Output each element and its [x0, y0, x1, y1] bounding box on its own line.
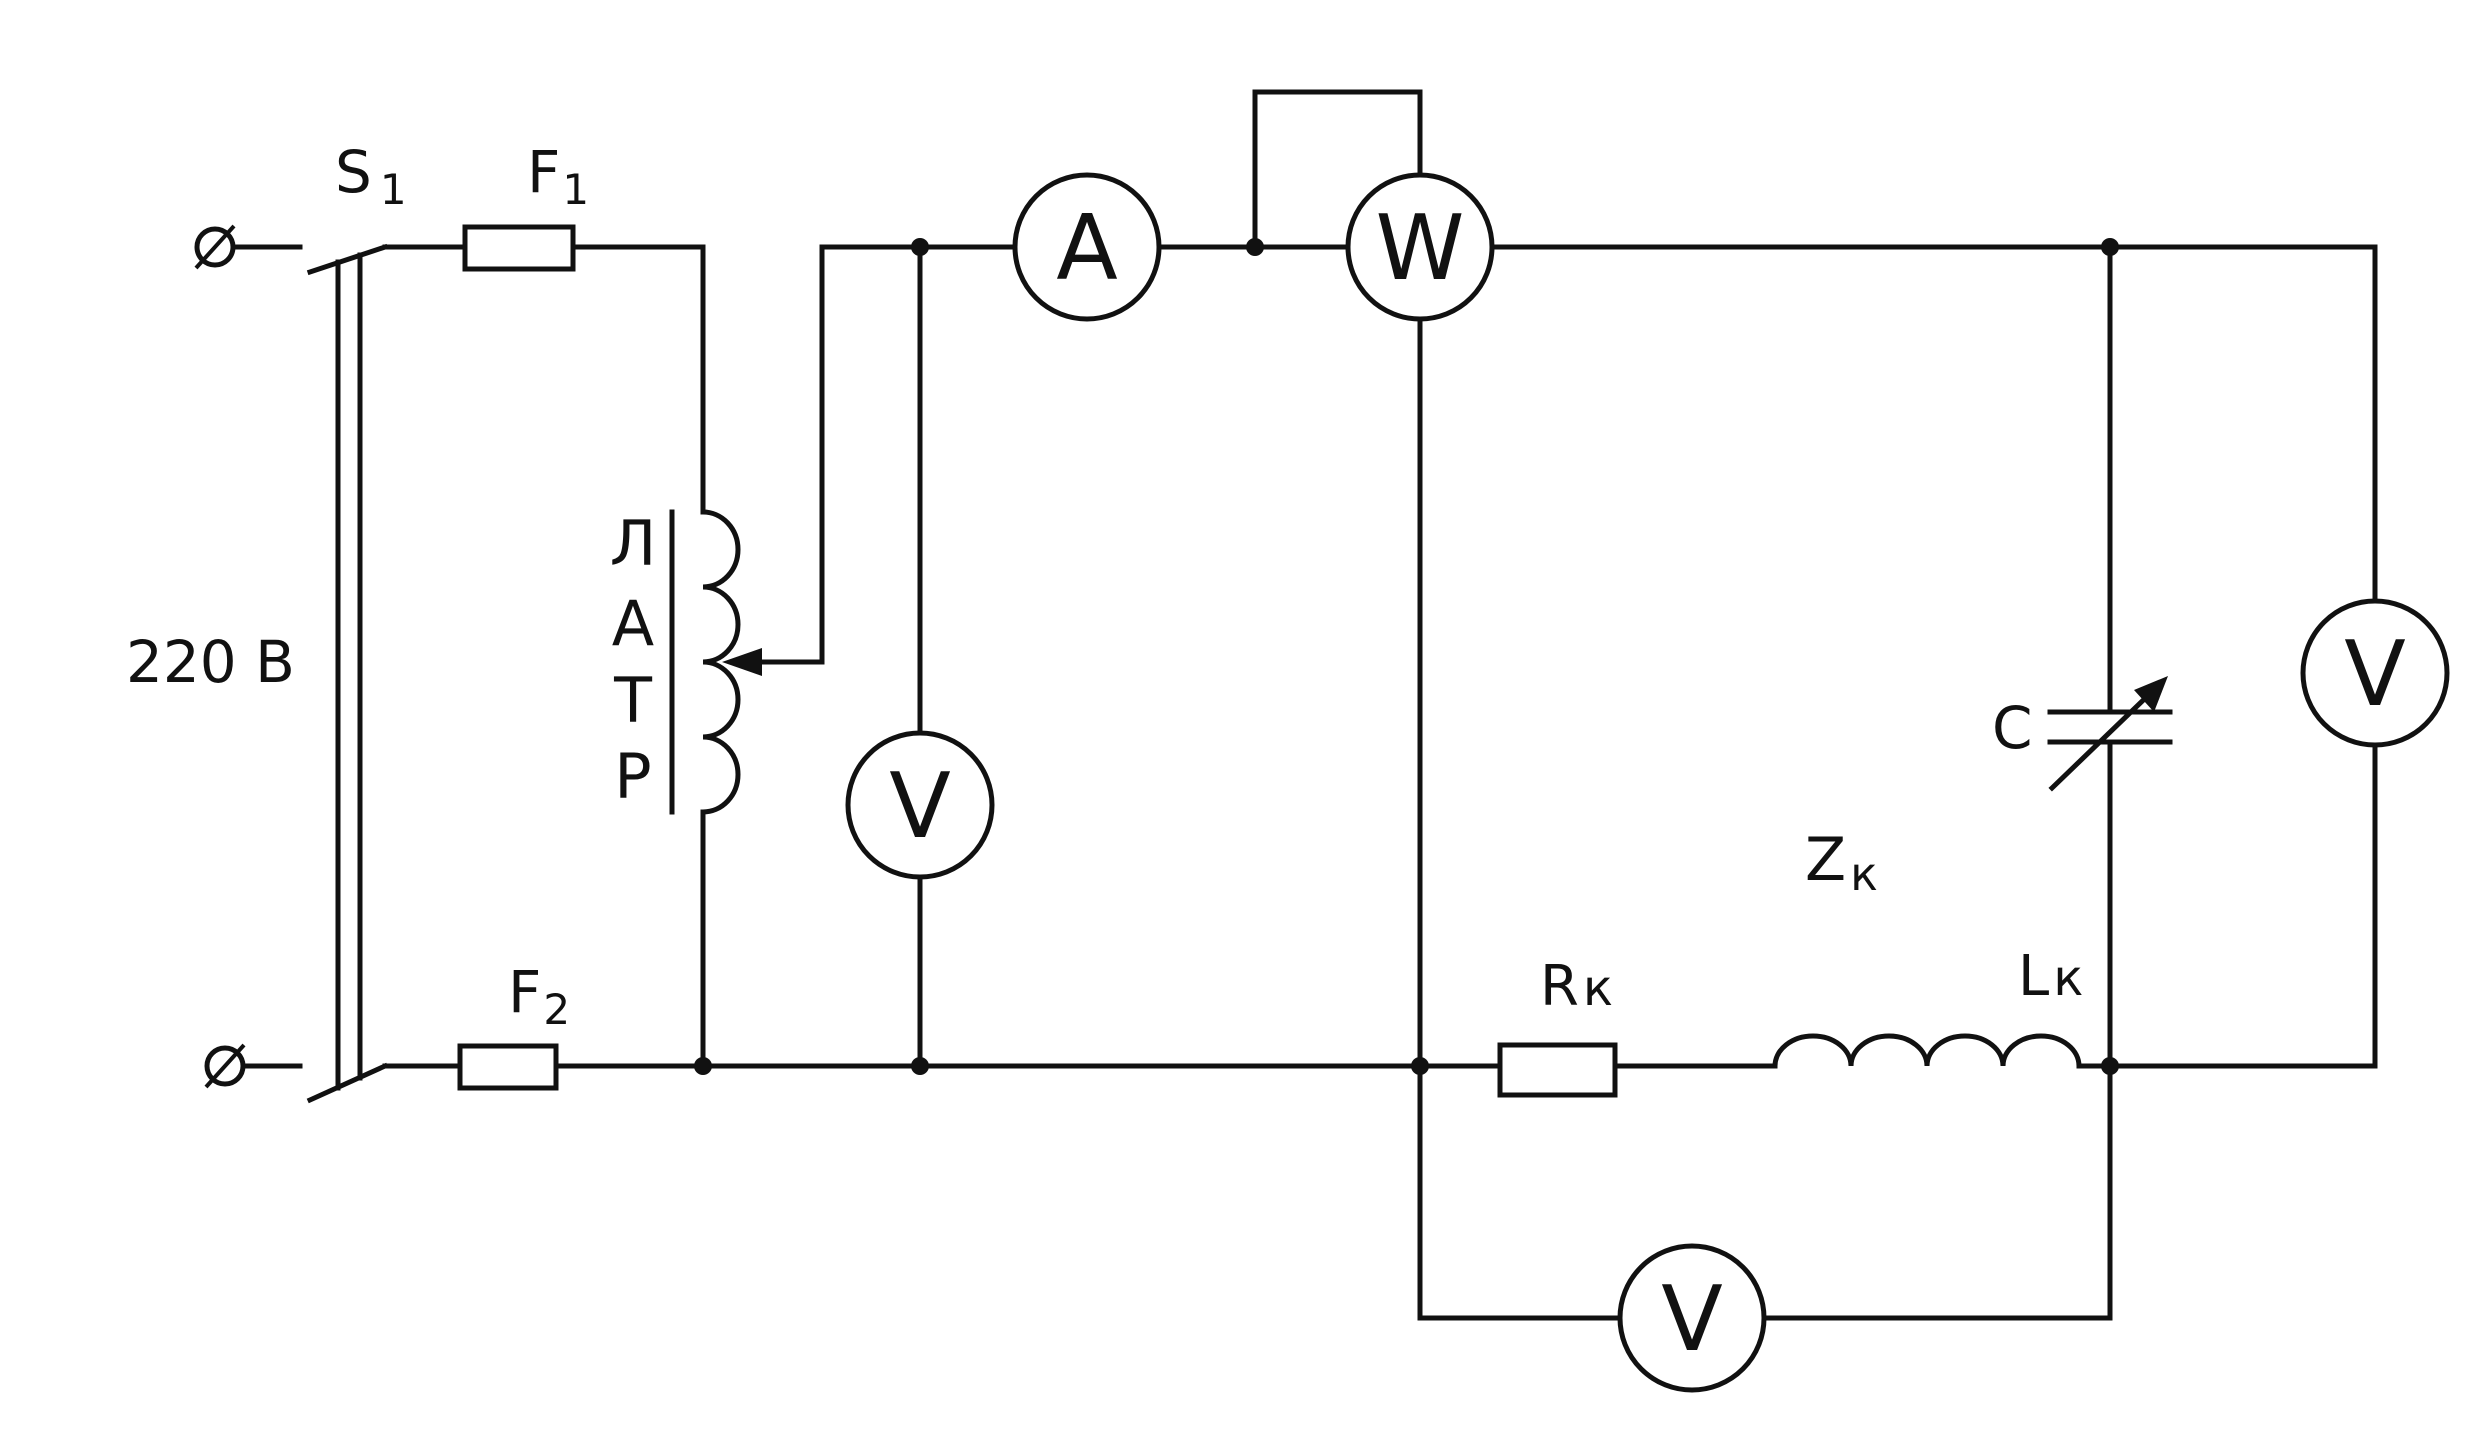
svg-text:V: V	[1661, 1267, 1723, 1372]
fuse-f2	[457, 1043, 559, 1091]
svg-text:W: W	[1376, 196, 1465, 301]
wire-f2-branch	[382, 809, 1503, 1091]
junction-node	[2101, 1057, 2119, 1075]
label-fuse-f1: F1	[527, 138, 589, 214]
wire-rk-lk	[1417, 1033, 2378, 1098]
ammeter: A	[1012, 172, 1162, 322]
voltmeter-capacitor: V	[2300, 598, 2450, 748]
wattmeter: W	[1345, 172, 1495, 322]
junction-node	[1411, 1057, 1429, 1075]
resistor-rk	[1497, 1042, 1618, 1098]
label-latr-2: А	[612, 587, 654, 660]
junction-node	[911, 238, 929, 256]
label-latr-3: Т	[613, 664, 653, 737]
junction-node	[2101, 238, 2119, 256]
svg-text:V: V	[889, 754, 951, 859]
capacitor-branch	[2047, 244, 2173, 1069]
label-supply-voltage: 220 В	[126, 628, 295, 696]
svg-text:V: V	[2344, 622, 2406, 727]
autotransformer-latr	[669, 244, 825, 815]
voltmeter-coil: V	[1617, 1243, 1767, 1393]
wire-coil-voltmeter	[1417, 1063, 2113, 1321]
label-impedance: Zк	[1805, 825, 1878, 901]
voltmeter-input: V	[845, 730, 995, 880]
fuse-f1	[462, 224, 576, 272]
inductor-lk	[1772, 1033, 2082, 1069]
label-resistor: Rк	[1540, 954, 1613, 1019]
label-fuse-f2: F2	[508, 958, 570, 1034]
svg-text:A: A	[1056, 196, 1118, 301]
switch-s1	[306, 243, 389, 1104]
label-latr-4: Р	[614, 740, 651, 813]
supply-terminal-bottom	[204, 1043, 303, 1089]
supply-terminal-top	[194, 224, 303, 270]
junction-node	[1246, 238, 1264, 256]
wire-f1-branch	[382, 224, 706, 515]
junction-node	[694, 1057, 712, 1075]
junction-node	[911, 1057, 929, 1075]
label-inductor: Lк	[2018, 944, 2083, 1009]
label-latr-1: Л	[610, 507, 657, 580]
label-capacitor: С	[1992, 694, 2033, 762]
